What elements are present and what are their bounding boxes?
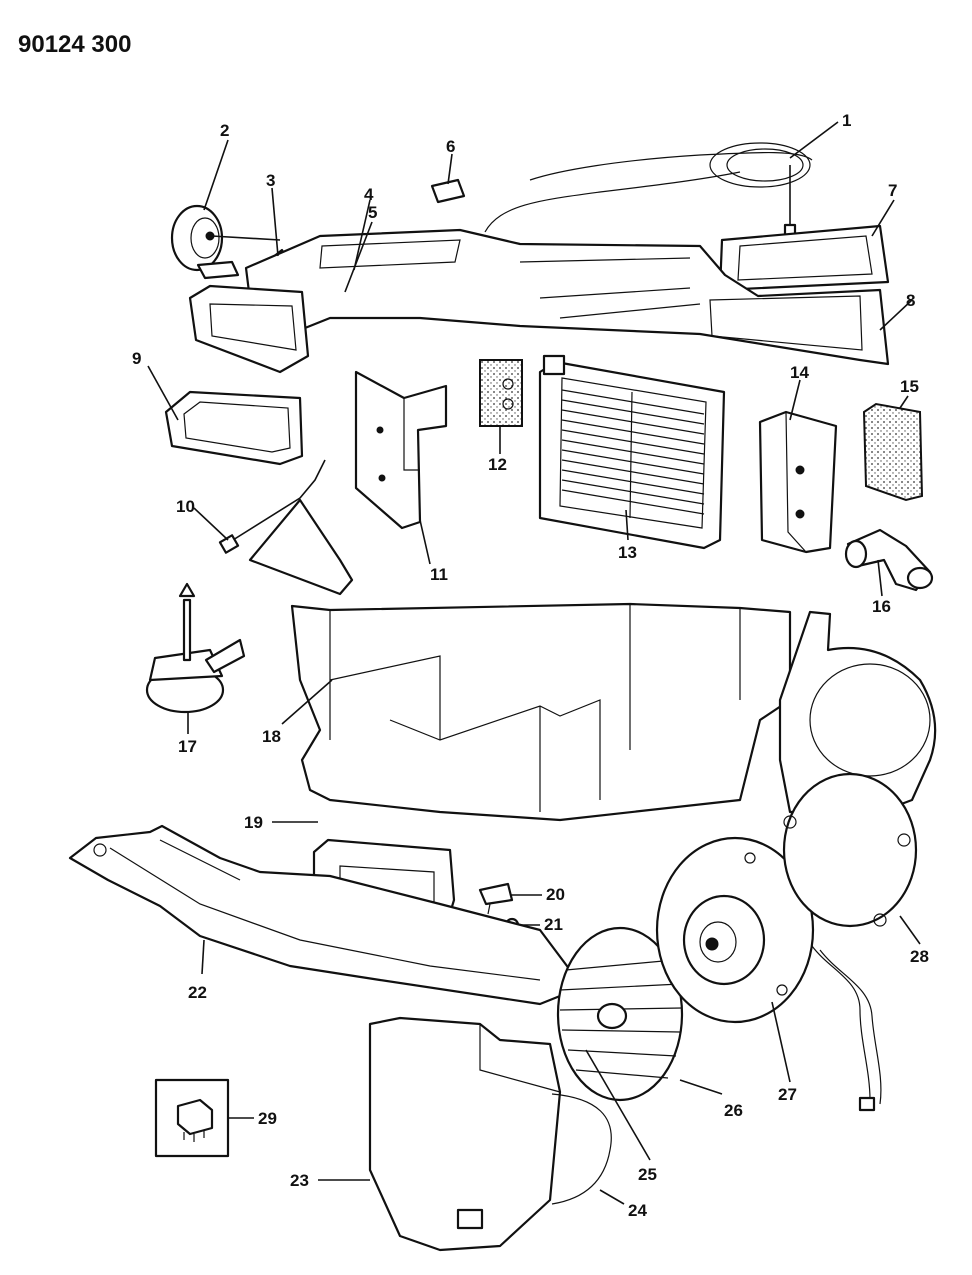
- callout-29: 29: [258, 1109, 277, 1128]
- callout-28: 28: [910, 947, 929, 966]
- callout-27: 27: [778, 1085, 797, 1104]
- part-24-seal: [551, 1093, 612, 1205]
- part-13-heater-core: [538, 354, 726, 550]
- callout-4: 4: [364, 185, 374, 204]
- callout-3: 3: [266, 171, 275, 190]
- part-17-vacuum-actuator: [145, 582, 246, 714]
- part-27-blower-motor: [655, 836, 815, 1024]
- callout-21: 21: [544, 915, 563, 934]
- callout-16: 16: [872, 597, 891, 616]
- part-16-elbow: [844, 528, 934, 592]
- callout-26: 26: [724, 1101, 743, 1120]
- callout-10: 10: [176, 497, 195, 516]
- part-14-bracket: [758, 410, 838, 554]
- callout-18: 18: [262, 727, 281, 746]
- callout-12: 12: [488, 455, 507, 474]
- diagram-code: 90124 300: [18, 31, 131, 58]
- part-29-relay: [154, 1078, 230, 1158]
- callout-1: 1: [842, 111, 851, 130]
- part-26-blower-wheel: [556, 926, 684, 1102]
- part-1-wire-harness: [484, 142, 813, 243]
- callout-2: 2: [220, 121, 229, 140]
- callout-20: 20: [546, 885, 565, 904]
- part-2-vacuum-actuator: [170, 204, 281, 280]
- callout-19: 19: [244, 813, 263, 832]
- callout-6: 6: [446, 137, 455, 156]
- callout-17: 17: [178, 737, 197, 756]
- callouts: 1 2 3 4 5 6 7 8 9 10 11 12 13 14 15 16 1…: [132, 111, 929, 1220]
- part-6-clip: [430, 178, 466, 204]
- part-7-seal: [718, 224, 890, 292]
- callout-13: 13: [618, 543, 637, 562]
- part-20-clip: [478, 882, 514, 915]
- callout-11: 11: [430, 565, 448, 584]
- part-12-pad: [479, 359, 523, 427]
- leader-lines: [147, 121, 921, 1205]
- part-22-lower-duct: [68, 824, 572, 1006]
- part-8-top-housing: [188, 228, 890, 374]
- callout-9: 9: [132, 349, 141, 368]
- callout-8: 8: [906, 291, 915, 310]
- part-9-seal: [164, 390, 304, 466]
- part-15-pad: [862, 402, 924, 502]
- part-28-mounting-plate: [782, 772, 918, 1112]
- callout-25: 25: [638, 1165, 657, 1184]
- part-10-door: [218, 459, 354, 596]
- part-11-door: [354, 370, 448, 530]
- callout-5: 5: [368, 203, 377, 222]
- callout-22: 22: [188, 983, 207, 1002]
- part-23-blower-cover: [368, 1016, 562, 1252]
- callout-24: 24: [628, 1201, 647, 1220]
- part-18-main-housing: [290, 602, 937, 822]
- callout-7: 7: [888, 181, 897, 200]
- callout-14: 14: [790, 363, 809, 382]
- callout-15: 15: [900, 377, 919, 396]
- callout-23: 23: [290, 1171, 309, 1190]
